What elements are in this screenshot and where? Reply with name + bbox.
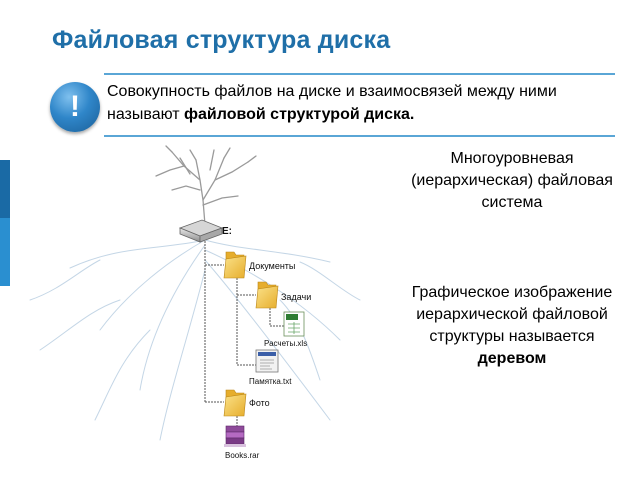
accent-bar-top: [0, 160, 10, 218]
node-label-books: Books.rar: [225, 451, 260, 460]
divider-bottom: [104, 135, 615, 137]
tree-roots: [29, 239, 361, 441]
tree-crown: [155, 145, 257, 226]
accent-bar-bottom: [0, 218, 10, 286]
tree-caption-plain: Графическое изображение иерархической фа…: [411, 284, 613, 345]
txt-file-icon: [255, 349, 279, 373]
tree-caption-bold: деревом: [477, 350, 547, 367]
folder-icon-photo: [223, 389, 247, 417]
tree-caption: Графическое изображение иерархической фа…: [410, 282, 614, 370]
definition-text: Совокупность файлов на диске и взаимосвя…: [107, 80, 617, 126]
node-label-memo: Памятка.txt: [249, 377, 292, 386]
node-label-calc: Расчеты.xls: [264, 339, 308, 348]
node-label-photo: Фото: [249, 398, 270, 408]
node-label-tasks: Задачи: [281, 292, 312, 302]
folder-icon-documents: [223, 251, 247, 279]
drive-icon: [178, 219, 224, 243]
divider-top: [104, 73, 615, 75]
rar-file-icon: [224, 425, 246, 447]
xls-file-icon: [283, 311, 305, 337]
exclamation-icon: !: [50, 82, 100, 132]
tree-connectors: [204, 238, 284, 437]
slide-title: Файловая структура диска: [52, 26, 391, 54]
folder-icon-tasks: [255, 281, 279, 309]
drive-label: E:: [222, 226, 232, 237]
definition-bold: файловой структурой диска.: [184, 106, 415, 123]
node-label-documents: Документы: [249, 261, 296, 271]
tree-illustration: [29, 145, 361, 447]
multilevel-caption: Многоуровневая (иерархическая) файловая …: [411, 150, 613, 211]
definition-plain: Совокупность файлов на диске и взаимосвя…: [107, 83, 557, 123]
